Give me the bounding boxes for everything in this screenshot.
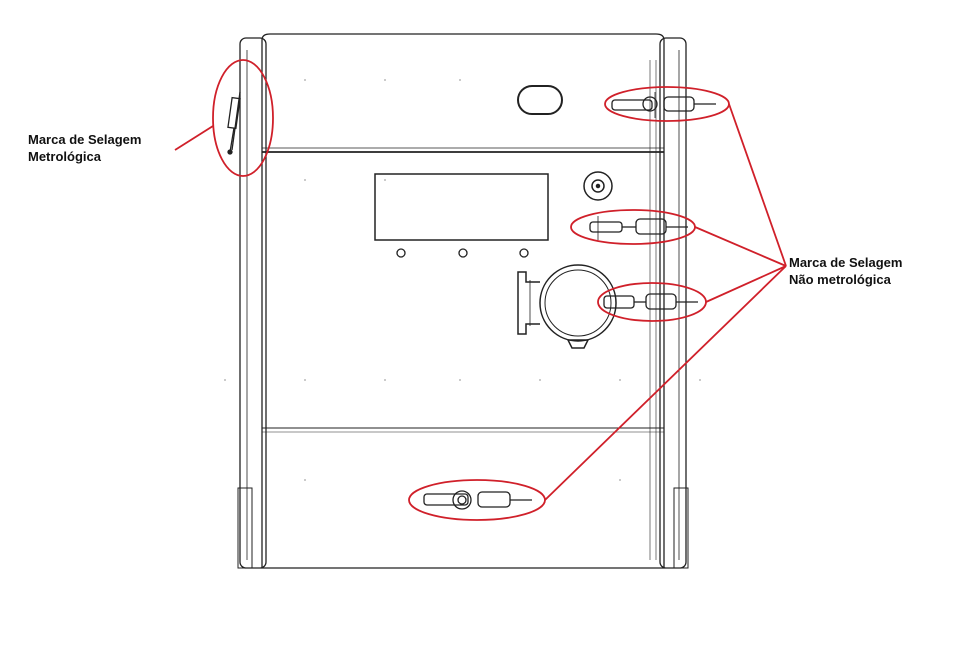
seal-lead-icon [611, 92, 716, 118]
callout-non-metrological [408, 86, 787, 521]
seal-wire-icon [227, 91, 241, 155]
seal-lead-icon [603, 293, 698, 310]
label-line: Marca de Selagem [789, 255, 903, 270]
callout-metrological [174, 59, 274, 177]
label-metrological-seal: Marca de Selagem Metrológica [28, 131, 141, 165]
seal-lead-icon [589, 216, 688, 240]
label-line: Metrológica [28, 149, 101, 164]
reference-dots [224, 79, 701, 481]
meter-body [237, 33, 689, 569]
label-line: Não metrológica [789, 272, 891, 287]
seal-lead-icon [423, 490, 532, 510]
button-icon [583, 171, 613, 201]
label-non-metrological-seal: Marca de Selagem Não metrológica [789, 254, 902, 288]
round-port [517, 264, 617, 349]
indicator-leds [396, 248, 529, 258]
optical-port-icon [517, 85, 563, 115]
display-window [374, 173, 549, 241]
label-line: Marca de Selagem [28, 132, 142, 147]
